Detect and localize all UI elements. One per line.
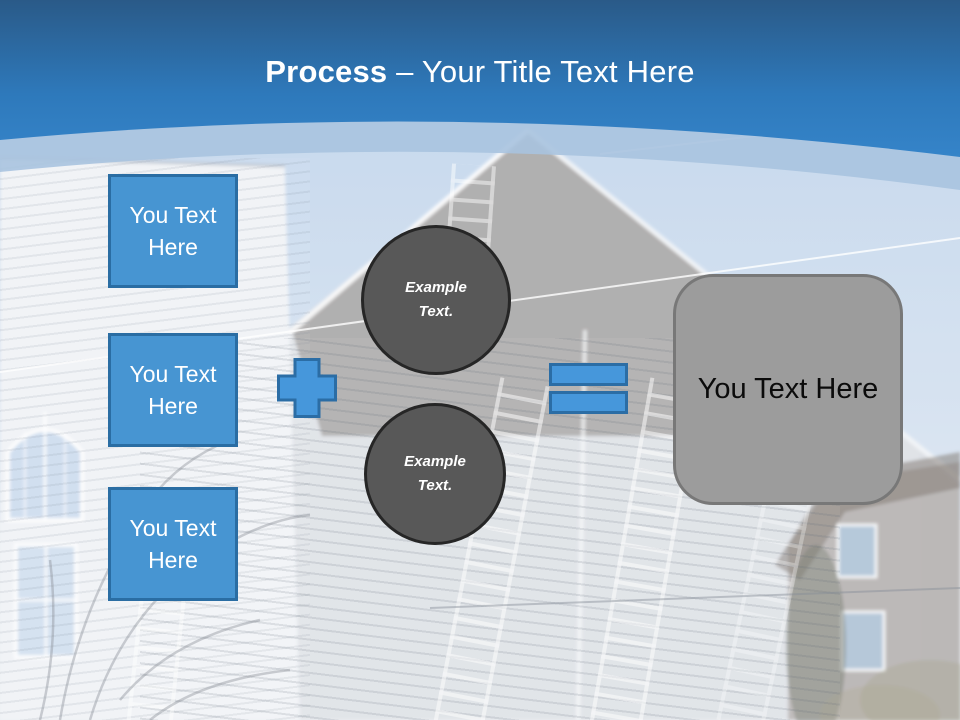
input-box-2-label: You Text Here [129, 360, 217, 419]
input-box-1-label: You Text Here [129, 201, 217, 260]
example-circle-1: Example Text. [361, 225, 511, 375]
slide-title: Process – Your Title Text Here [0, 54, 960, 90]
bush-right-2 [820, 685, 940, 720]
plus-icon [277, 358, 337, 418]
evergreen-tree [786, 545, 846, 720]
input-box-3: You Text Here [108, 487, 238, 601]
header-curve-main [0, 0, 960, 157]
input-box-3-label: You Text Here [129, 514, 217, 573]
header-banner [0, 0, 960, 190]
input-box-2: You Text Here [108, 333, 238, 447]
example-circle-2-label: Example Text. [404, 453, 466, 494]
example-circle-2: Example Text. [364, 403, 506, 545]
wire-2 [429, 587, 960, 609]
neighbor-window-lower [840, 610, 886, 672]
slide-title-bold: Process [265, 54, 388, 89]
result-box-label: You Text Here [697, 373, 879, 405]
equals-icon [549, 363, 628, 414]
neighbor-roof [775, 452, 960, 580]
slide-title-rest: – Your Title Text Here [396, 54, 695, 89]
result-box: You Text Here [673, 274, 903, 505]
example-circle-1-label: Example Text. [405, 279, 467, 320]
input-box-1: You Text Here [108, 174, 238, 288]
neighbor-window-upper [836, 523, 878, 579]
